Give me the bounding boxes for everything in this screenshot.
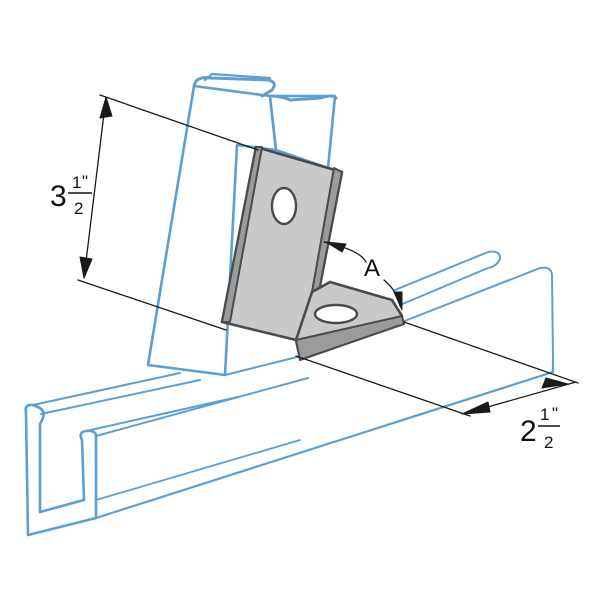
vertical-channel-top-profile <box>192 76 338 102</box>
width-unit: " <box>552 404 558 423</box>
horizontal-channel-bottom-edge <box>94 358 555 520</box>
angle-bracket <box>220 145 405 361</box>
bracket-vertical-hole <box>270 186 298 226</box>
height-label: 3 1 " 2 <box>50 172 92 218</box>
bracket-horizontal-leg-edge <box>295 315 405 361</box>
dimension-width <box>295 321 579 417</box>
width-whole: 2 <box>520 415 537 448</box>
horizontal-channel <box>24 250 555 537</box>
height-denominator: 2 <box>74 199 83 218</box>
bracket-vertical-leg-edge <box>221 146 263 323</box>
horizontal-channel-inner-edge <box>95 439 301 501</box>
bracket-horizontal-hole <box>313 303 359 325</box>
vertical-channel-back-edge <box>224 339 306 376</box>
dimension-angle <box>323 241 403 311</box>
dimension-height <box>77 94 259 331</box>
horizontal-channel-lip-left <box>32 372 201 415</box>
height-whole: 3 <box>50 180 67 213</box>
width-label: 2 1 " 2 <box>520 404 560 452</box>
horizontal-channel-far-lip-2 <box>401 266 554 361</box>
horizontal-channel-far-lip <box>394 250 501 306</box>
height-unit: " <box>82 172 88 191</box>
angle-label: A <box>364 255 380 282</box>
horizontal-channel-end-face <box>24 403 98 537</box>
width-numerator: 1 <box>540 405 549 424</box>
height-numerator: 1 <box>72 173 81 192</box>
width-denominator: 2 <box>544 433 553 452</box>
vertical-channel-top-lip <box>203 72 272 82</box>
horizontal-channel-lip-right <box>85 377 309 437</box>
